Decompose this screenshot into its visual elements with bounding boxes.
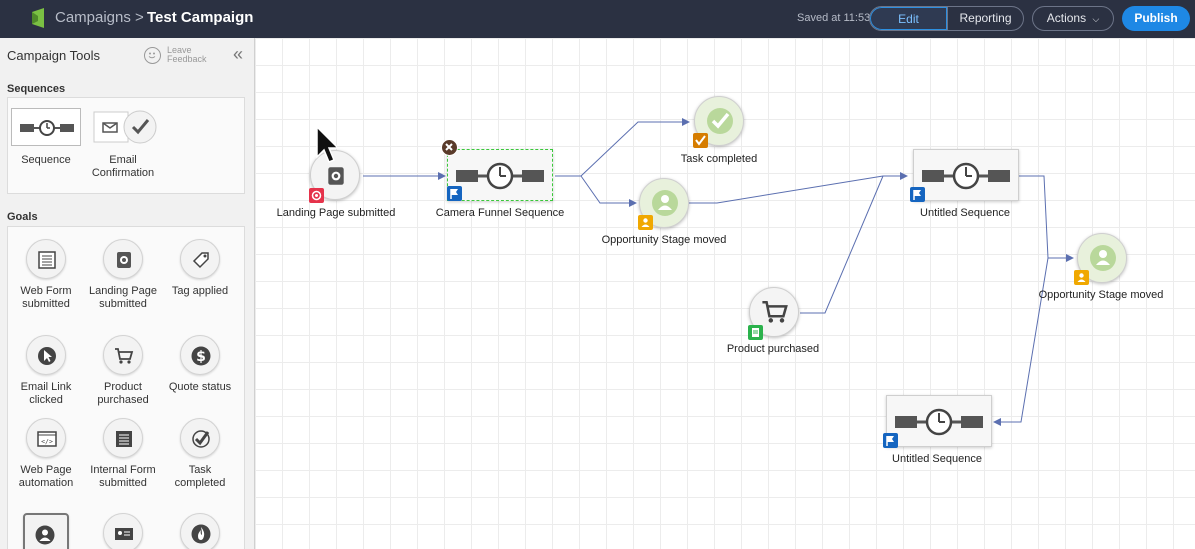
goal-label: Product purchased	[97, 381, 149, 406]
goals-panel: Web Form submitted Landing Page submitte…	[7, 226, 245, 549]
svg-text:</>: </>	[41, 438, 53, 446]
goal-quote-status[interactable]: $ Quote status	[162, 335, 238, 394]
goal-contact-card-tool[interactable]	[85, 513, 161, 549]
dollar-icon: $	[180, 335, 220, 375]
svg-text:$: $	[196, 349, 206, 365]
edit-tab[interactable]: Edit	[870, 7, 947, 30]
node-label-product-purchased: Product purchased	[726, 343, 820, 355]
sequence-icon	[11, 108, 81, 146]
sequences-panel: Sequence Email Confirmation	[7, 97, 245, 194]
delete-node-icon[interactable]	[441, 139, 458, 156]
goal-landing-page-submitted[interactable]: Landing Page submitted	[85, 239, 161, 311]
leave-feedback-link[interactable]: Leave Feedback	[167, 45, 207, 64]
goal-task-completed[interactable]: Task completed	[162, 418, 238, 490]
top-bar: Campaigns > Test Campaign Saved at 11:53…	[0, 0, 1195, 38]
goal-tag-applied[interactable]: Tag applied	[162, 239, 238, 298]
id-card-icon	[103, 513, 143, 549]
email-confirmation-icon	[88, 108, 158, 146]
node-label-landing-page: Landing Page submitted	[276, 207, 396, 219]
cart-icon	[749, 287, 799, 337]
publish-button[interactable]: Publish	[1122, 6, 1190, 31]
goal-label: Email Link clicked	[20, 381, 72, 406]
chevron-down-icon: ⌵	[1092, 14, 1100, 24]
node-label-opportunity-2: Opportunity Stage moved	[1038, 289, 1164, 301]
flag-icon	[883, 433, 898, 448]
campaign-tools-sidebar: Campaign Tools Leave Feedback « Sequence…	[0, 38, 255, 549]
goal-internal-form-submitted[interactable]: Internal Form submitted	[85, 418, 161, 490]
goal-label: Landing Page submitted	[89, 285, 157, 310]
actions-dropdown[interactable]: Actions ⌵	[1032, 6, 1114, 31]
landing-page-icon	[103, 239, 143, 279]
node-label-untitled-1: Untitled Sequence	[920, 207, 1010, 219]
email-confirmation-tool[interactable]: Email Confirmation	[85, 108, 161, 180]
sequence-box	[913, 149, 1019, 201]
sequences-heading: Sequences	[7, 83, 66, 95]
collapse-sidebar-icon[interactable]: «	[233, 44, 244, 64]
receipt-badge-icon	[748, 325, 763, 340]
smiley-icon[interactable]	[144, 47, 161, 64]
sequence-box	[447, 149, 553, 201]
goal-label: Web Page automation	[18, 464, 74, 489]
flame-icon	[180, 513, 220, 549]
person-badge-icon	[1074, 270, 1089, 285]
landing-page-badge-icon	[309, 188, 324, 203]
node-label-task-completed: Task completed	[680, 153, 758, 165]
sequence-tool-label: Sequence	[21, 154, 71, 166]
flag-icon	[910, 187, 925, 202]
breadcrumb-campaigns-link[interactable]: Campaigns	[55, 9, 131, 26]
node-label-opportunity-1: Opportunity Stage moved	[601, 234, 727, 246]
mouse-cursor-icon	[316, 125, 337, 163]
goal-web-page-automation[interactable]: </> Web Page automation	[8, 418, 84, 490]
person-badge-icon	[638, 215, 653, 230]
internal-form-icon	[103, 418, 143, 458]
goal-web-form-submitted[interactable]: Web Form submitted	[8, 239, 84, 311]
reporting-tab[interactable]: Reporting	[947, 7, 1023, 30]
task-check-icon	[180, 418, 220, 458]
goal-contact-tool[interactable]	[8, 513, 84, 549]
task-completed-icon	[694, 96, 744, 146]
opportunity-icon	[1077, 233, 1127, 283]
pointer-icon	[26, 335, 66, 375]
goal-label: Web Form submitted	[20, 285, 72, 310]
email-confirmation-label: Email Confirmation	[91, 154, 155, 179]
sequence-tool[interactable]: Sequence	[8, 108, 84, 167]
cart-icon	[103, 335, 143, 375]
goal-label: Tag applied	[171, 285, 229, 297]
saved-status: Saved at 11:53	[797, 12, 871, 24]
node-label-camera-funnel: Camera Funnel Sequence	[435, 207, 565, 219]
actions-label: Actions	[1046, 11, 1087, 25]
goal-label: Quote status	[168, 381, 232, 393]
mode-toggle: Edit Reporting	[869, 6, 1024, 31]
connection-lines	[363, 118, 1074, 426]
goals-heading: Goals	[7, 211, 38, 223]
person-icon	[23, 513, 69, 549]
node-label-untitled-2: Untitled Sequence	[892, 453, 982, 465]
goal-label: Task completed	[174, 464, 226, 489]
campaign-title[interactable]: Test Campaign	[147, 9, 254, 26]
tag-icon	[180, 239, 220, 279]
flag-icon	[447, 186, 462, 201]
app-logo-icon[interactable]	[30, 8, 46, 28]
goal-label: Internal Form submitted	[90, 464, 156, 489]
task-check-badge-icon	[693, 133, 708, 148]
goal-email-link-clicked[interactable]: Email Link clicked	[8, 335, 84, 407]
goal-flame-tool[interactable]	[162, 513, 238, 549]
web-form-icon	[26, 239, 66, 279]
sequence-box	[886, 395, 992, 447]
code-window-icon: </>	[26, 418, 66, 458]
sidebar-title: Campaign Tools	[7, 48, 100, 63]
campaign-canvas[interactable]: Landing Page submitted Camera Funnel Seq…	[255, 38, 1195, 549]
breadcrumb-separator: >	[135, 9, 144, 26]
goal-product-purchased[interactable]: Product purchased	[85, 335, 161, 407]
